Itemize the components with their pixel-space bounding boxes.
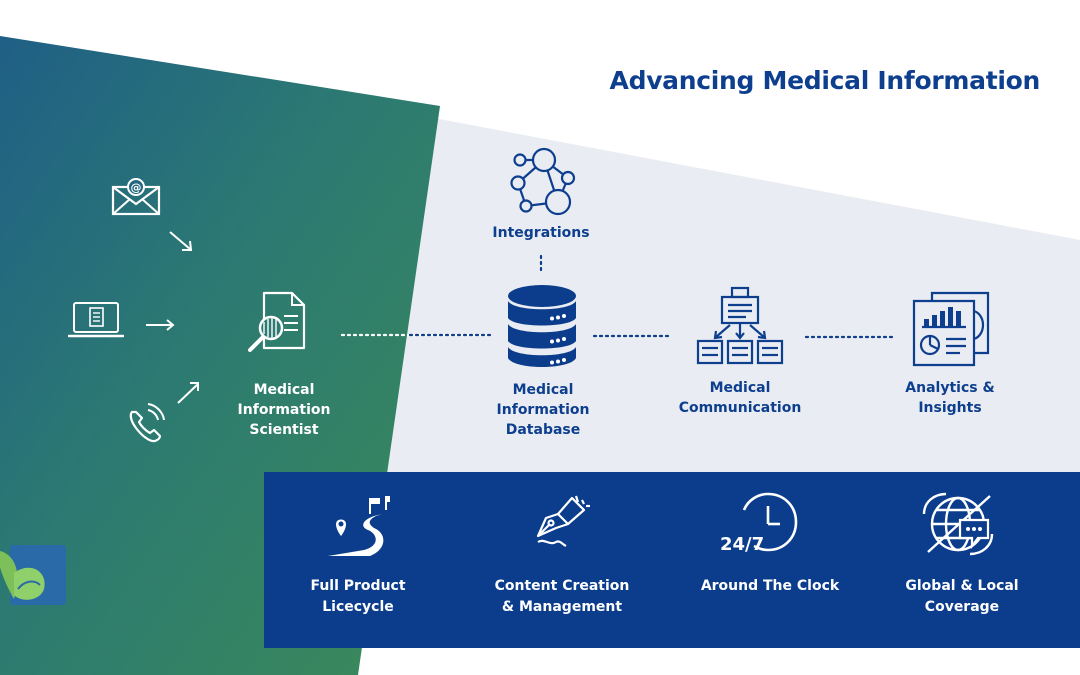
feature-4-line1: Global & Local (905, 578, 1019, 594)
arrow-phone (177, 382, 199, 404)
analytics-label-line1: Analytics & (905, 380, 995, 396)
phone-call-icon (129, 403, 165, 443)
scientist-label: Medical Information Scientist (224, 380, 344, 440)
database-label-line2: Information (496, 402, 590, 418)
analytics-label: Analytics & Insights (890, 378, 1010, 418)
road-flag-icon (328, 496, 390, 556)
database-label: Medical Information Database (483, 380, 603, 440)
svg-text:24/7: 24/7 (720, 534, 764, 555)
feature-2-line2: & Management (501, 599, 623, 615)
document-search-icon (248, 291, 306, 352)
scientist-label-line3: Scientist (249, 422, 319, 438)
feature-label-1: Full Product Licecycle (268, 576, 448, 618)
communication-label-line2: Communication (678, 400, 802, 416)
feature-1-line1: Full Product (310, 578, 406, 594)
arrow-laptop (146, 319, 175, 331)
feature-label-4: Global & Local Coverage (872, 576, 1052, 618)
analytics-label-line2: Insights (918, 400, 982, 416)
pen-nib-icon (536, 495, 590, 547)
feature-2-line1: Content Creation (494, 578, 630, 594)
globe-chat-icon (922, 492, 994, 556)
network-nodes-icon (510, 147, 576, 216)
email-icon: @ (111, 178, 161, 216)
clock-24-7-icon: 24/7 (720, 492, 798, 555)
report-chart-icon (912, 291, 990, 367)
svg-text:@: @ (131, 181, 142, 194)
scientist-label-line1: Medical (253, 382, 315, 398)
communication-label-line1: Medical (709, 380, 771, 396)
laptop-document-icon (68, 302, 124, 338)
org-chart-icon (696, 286, 784, 365)
logo-mark (0, 545, 66, 605)
feature-label-3: Around The Clock (680, 576, 860, 597)
scientist-label-line2: Information (237, 402, 331, 418)
communication-label: Medical Communication (670, 378, 810, 418)
page-title: Advancing Medical Information (609, 66, 1041, 95)
database-label-line3: Database (505, 422, 581, 438)
arrow-email (169, 231, 193, 251)
feature-1-line2: Licecycle (322, 599, 394, 615)
feature-label-2: Content Creation & Management (472, 576, 652, 618)
database-label-line1: Medical (512, 382, 574, 398)
feature-3-line1: Around The Clock (700, 578, 840, 594)
integrations-label: Integrations (492, 225, 590, 241)
feature-4-line2: Coverage (924, 599, 1000, 615)
database-icon (508, 285, 576, 367)
